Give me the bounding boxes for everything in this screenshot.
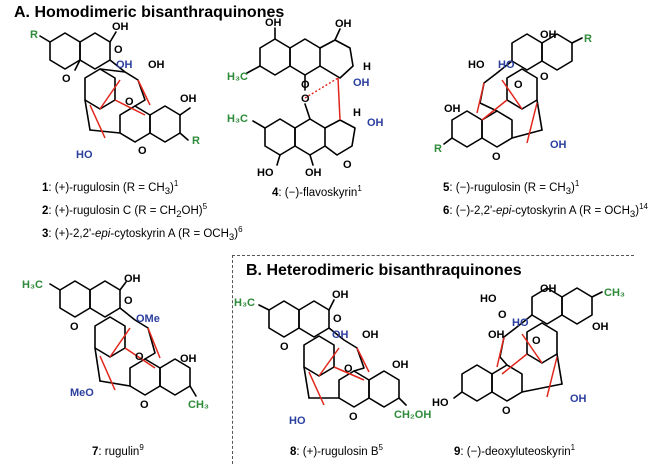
carbonyl-o-label: O bbox=[62, 73, 71, 85]
hydroxyl-label: OH bbox=[305, 167, 322, 179]
carbonyl-o-label: O bbox=[492, 151, 501, 163]
caption-line: 3: (+)-2,2'-epi-cytoskyrin A (R = OCH3)6 bbox=[42, 225, 243, 244]
r-group-label: R bbox=[584, 33, 592, 45]
r-group-label: R bbox=[30, 29, 38, 41]
carbonyl-o-label: O bbox=[333, 313, 342, 325]
structure-8: H₃C OH O OH OH O O OH O HO CH₂OH bbox=[234, 289, 434, 440]
hydroxyl-label: OH bbox=[444, 103, 461, 115]
hydroxyl-label: OH bbox=[124, 273, 141, 285]
caption-line: 5: (−)-rugulosin (R = CH3)1 bbox=[443, 179, 580, 198]
caption-line: 1: (+)-rugulosin (R = CH3)1 bbox=[42, 179, 179, 198]
structure-4: OH OH H₃C O O H OH H OH H₃C HO OH O bbox=[225, 17, 405, 188]
carbonyl-o-label: O bbox=[114, 44, 123, 56]
structure-5-6: OH R O HO HO O OH R O OH bbox=[432, 28, 632, 178]
section-divider-vertical bbox=[232, 255, 233, 464]
caption-compounds-1-3: 1: (+)-rugulosin (R = CH3)1 2: (+)-rugul… bbox=[42, 176, 243, 245]
caption-compound-7: 7: rugulin9 bbox=[92, 440, 144, 460]
hydroxyl-label: OH bbox=[180, 353, 197, 365]
carbonyl-o-label: O bbox=[135, 351, 144, 363]
methyl-label: H₃C bbox=[234, 297, 255, 309]
carbonyl-o-label: O bbox=[140, 399, 149, 411]
caption-compound-9: 9: (−)-deoxyluteoskyrin1 bbox=[454, 440, 575, 460]
carbonyl-o-label: O bbox=[540, 71, 549, 83]
carbonyl-o-label: O bbox=[514, 79, 523, 91]
carbonyl-o-label: O bbox=[125, 96, 134, 108]
caption-line: 2: (+)-rugulosin C (R = CH2OH)5 bbox=[42, 202, 208, 221]
methyl-label: H₃C bbox=[227, 113, 248, 125]
carbonyl-o-label: O bbox=[502, 405, 511, 417]
hydroxyl-label: OH bbox=[335, 18, 352, 30]
caption-line: 8: (+)-rugulosin B5 bbox=[290, 443, 383, 458]
methoxy-label: OMe bbox=[136, 313, 160, 325]
r-group-label: R bbox=[434, 143, 442, 155]
structure-9: OH CH₃ OH HO HO O OH O HO O OH bbox=[432, 282, 632, 432]
carbonyl-o-label: O bbox=[301, 79, 310, 91]
hydroxyl-label: OH bbox=[112, 21, 129, 33]
hydroxyl-label: OH bbox=[570, 393, 587, 405]
caption-line: 9: (−)-deoxyluteoskyrin1 bbox=[454, 443, 576, 458]
structure-1-3: R OH O O OH OH O OH O HO R bbox=[20, 20, 220, 175]
hydroxymethyl-label: CH₂OH bbox=[394, 409, 431, 421]
caption-line: 7: rugulin9 bbox=[92, 443, 144, 458]
hydroxyl-label: OH bbox=[367, 117, 384, 129]
hydroxyl-label: HO bbox=[432, 397, 449, 409]
caption-compound-8: 8: (+)-rugulosin B5 bbox=[290, 440, 383, 460]
methyl-label: H₃C bbox=[227, 71, 248, 83]
hydroxyl-label: OH bbox=[488, 329, 505, 341]
carbonyl-o-label: O bbox=[344, 363, 353, 375]
hydroxyl-label: OH bbox=[265, 17, 282, 29]
caption-line: 4: (−)-flavoskyrin1 bbox=[272, 184, 362, 199]
carbonyl-o-label: O bbox=[124, 295, 133, 307]
hydroxyl-label: HO bbox=[480, 293, 497, 305]
hydroxyl-label: OH bbox=[180, 93, 197, 105]
hydroxyl-label: OH bbox=[362, 329, 379, 341]
hydroxyl-label: OH bbox=[353, 77, 370, 89]
r-group-label: R bbox=[192, 135, 200, 147]
carbonyl-o-label: O bbox=[349, 411, 358, 423]
hydroxyl-label: OH bbox=[540, 29, 557, 41]
carbonyl-o-label: O bbox=[280, 341, 289, 353]
methyl-label: CH₃ bbox=[188, 399, 209, 411]
section-b-title: B. Heterodimeric bisanthraquinones bbox=[246, 262, 522, 279]
carbonyl-o-label: O bbox=[70, 321, 79, 333]
methoxy-label: MeO bbox=[70, 387, 94, 399]
hydroxyl-label: HO bbox=[512, 317, 529, 329]
hydroxyl-label: OH bbox=[550, 139, 567, 151]
hydroxyl-label: HO bbox=[498, 59, 515, 71]
section-divider-horizontal bbox=[232, 255, 634, 256]
hydroxyl-label: OH bbox=[540, 283, 557, 295]
carbonyl-o-label: O bbox=[343, 159, 352, 171]
hydroxyl-label: HO bbox=[76, 149, 93, 161]
hydroxyl-label: OH bbox=[148, 59, 165, 71]
hydroxyl-label: OH bbox=[392, 359, 409, 371]
hydroxyl-label: OH bbox=[592, 321, 609, 333]
caption-compound-4: 4: (−)-flavoskyrin1 bbox=[272, 181, 362, 201]
methyl-label: H₃C bbox=[22, 279, 43, 291]
hydrogen-label: H bbox=[363, 61, 371, 73]
carbonyl-o-label: O bbox=[532, 335, 541, 347]
hydroxyl-label: OH bbox=[116, 59, 133, 71]
caption-compounds-5-6: 5: (−)-rugulosin (R = CH3)1 6: (−)-2,2'-… bbox=[443, 176, 648, 222]
section-a-title: A. Homodimeric bisanthraquinones bbox=[14, 4, 285, 21]
hydroxyl-label: OH bbox=[332, 289, 349, 301]
hydroxyl-label: HO bbox=[257, 167, 274, 179]
carbonyl-o-label: O bbox=[498, 309, 507, 321]
caption-line: 6: (−)-2,2'-epi-cytoskyrin A (R = OCH3)1… bbox=[443, 202, 648, 221]
hydroxyl-label: HO bbox=[289, 415, 306, 427]
carbonyl-o-label: O bbox=[138, 145, 147, 157]
methyl-label: CH₃ bbox=[604, 287, 625, 299]
ether-o-label: O bbox=[301, 93, 310, 105]
hydrogen-label: H bbox=[353, 107, 361, 119]
hydroxyl-label: OH bbox=[332, 329, 349, 341]
structure-7: H₃C OH O OMe O O OH MeO O CH₃ bbox=[20, 268, 220, 438]
hydroxyl-label: HO bbox=[468, 59, 485, 71]
